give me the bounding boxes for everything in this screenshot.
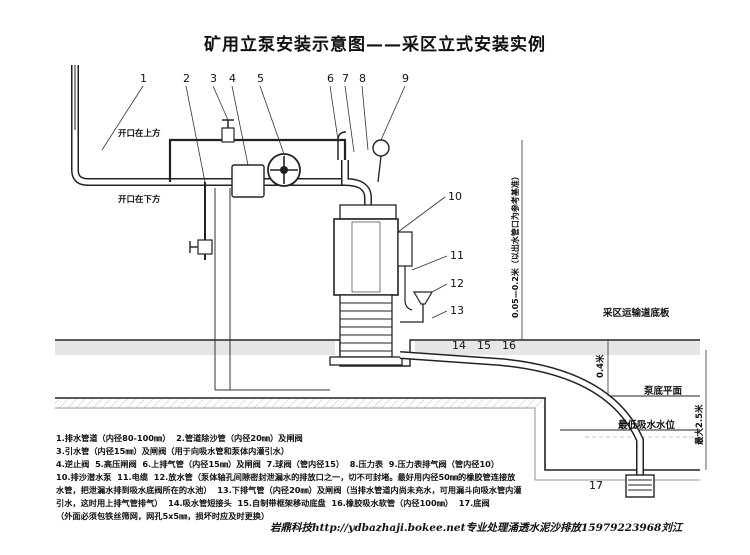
priming-valve	[221, 127, 235, 143]
pump-chassis	[329, 356, 403, 366]
callout-5: 5	[257, 72, 264, 85]
desand-valve	[197, 239, 213, 255]
callout-6: 6	[327, 72, 334, 85]
callout-13: 13	[450, 304, 464, 317]
support-frame	[214, 188, 330, 391]
check-valve	[231, 164, 265, 198]
foot-valve	[625, 474, 655, 498]
callout-8: 8	[359, 72, 366, 85]
callout-7: 7	[342, 72, 349, 85]
callout-9: 9	[402, 72, 409, 85]
legend-line-1: 1.排水管道（内径80-100㎜） 2.管道除沙管（内径20㎜）及闸阀 3.引水…	[56, 433, 303, 456]
callout-14: 14	[452, 339, 466, 352]
callout-3: 3	[210, 72, 217, 85]
sump-hatch	[55, 399, 545, 408]
label-dim-outlet: 0.05—0.2米（以出水管口为参考基准）	[510, 172, 520, 318]
footer-credit: 岩鼎科技http://ydbazhaji.bokee.net专业处理涌透水泥沙排…	[270, 522, 683, 534]
legend-line-3: 10.排沙潜水泵 11.电缆 12.放水管（泵体轴孔间隙密封泄漏水的排放口之一，…	[56, 472, 516, 482]
ground-band	[55, 341, 335, 355]
callout-4: 4	[229, 72, 236, 85]
legend: 1.排水管道（内径80-100㎜） 2.管道除沙管（内径20㎜）及闸阀 3.引水…	[56, 432, 526, 523]
callout-1: 1	[140, 72, 147, 85]
label-dim-max: 最大2.5米	[694, 404, 705, 445]
label-sump-floor: 泵底平面	[643, 385, 683, 397]
label-roadway: 采区运输道底板	[602, 307, 670, 319]
legend-line-2: 4.逆止阀 5.高压闸阀 6.上排气管（内径15㎜）及闸阀 7.球阀（管内径15…	[56, 459, 500, 469]
pump-head	[339, 204, 397, 220]
pressure-gauge	[372, 139, 390, 157]
callout-12: 12	[450, 277, 464, 290]
legend-line-5: 引水，这时用上排气管排气） 14.吸水管短接头 15.自制带框架移动底盘 16.…	[56, 498, 490, 508]
callout-16: 16	[502, 339, 516, 352]
callout-15: 15	[477, 339, 491, 352]
drain-pipe	[400, 304, 424, 323]
sump-wall	[55, 397, 700, 471]
cable	[404, 266, 413, 311]
label-dim-04: 0.4米	[595, 354, 606, 378]
callout-11: 11	[450, 249, 464, 262]
priming-pipe	[168, 138, 347, 182]
pump-motor-base	[339, 294, 393, 358]
legend-line-4: 水管，把泄漏水排到吸水底阀所在的水池） 13.下排气管（内径20㎜）及闸阀（当排…	[56, 485, 522, 495]
ground-floor	[55, 339, 700, 367]
cable-box	[397, 231, 413, 267]
label-open-top: 开口在上方	[118, 128, 161, 139]
legend-line-6: （外面必须包铁丝筛网，网孔5x5㎜，损坏时应及时更换）	[56, 511, 270, 521]
callout-10: 10	[448, 190, 462, 203]
page-title: 矿用立泵安装示意图——采区立式安装实例	[204, 35, 546, 55]
callout-2: 2	[183, 72, 190, 85]
funnel	[412, 291, 434, 305]
pump-body	[333, 218, 399, 296]
label-min-water: 最低吸水水位	[618, 419, 676, 431]
callout-17: 17	[589, 479, 603, 492]
label-open-bottom: 开口在下方	[118, 194, 161, 205]
